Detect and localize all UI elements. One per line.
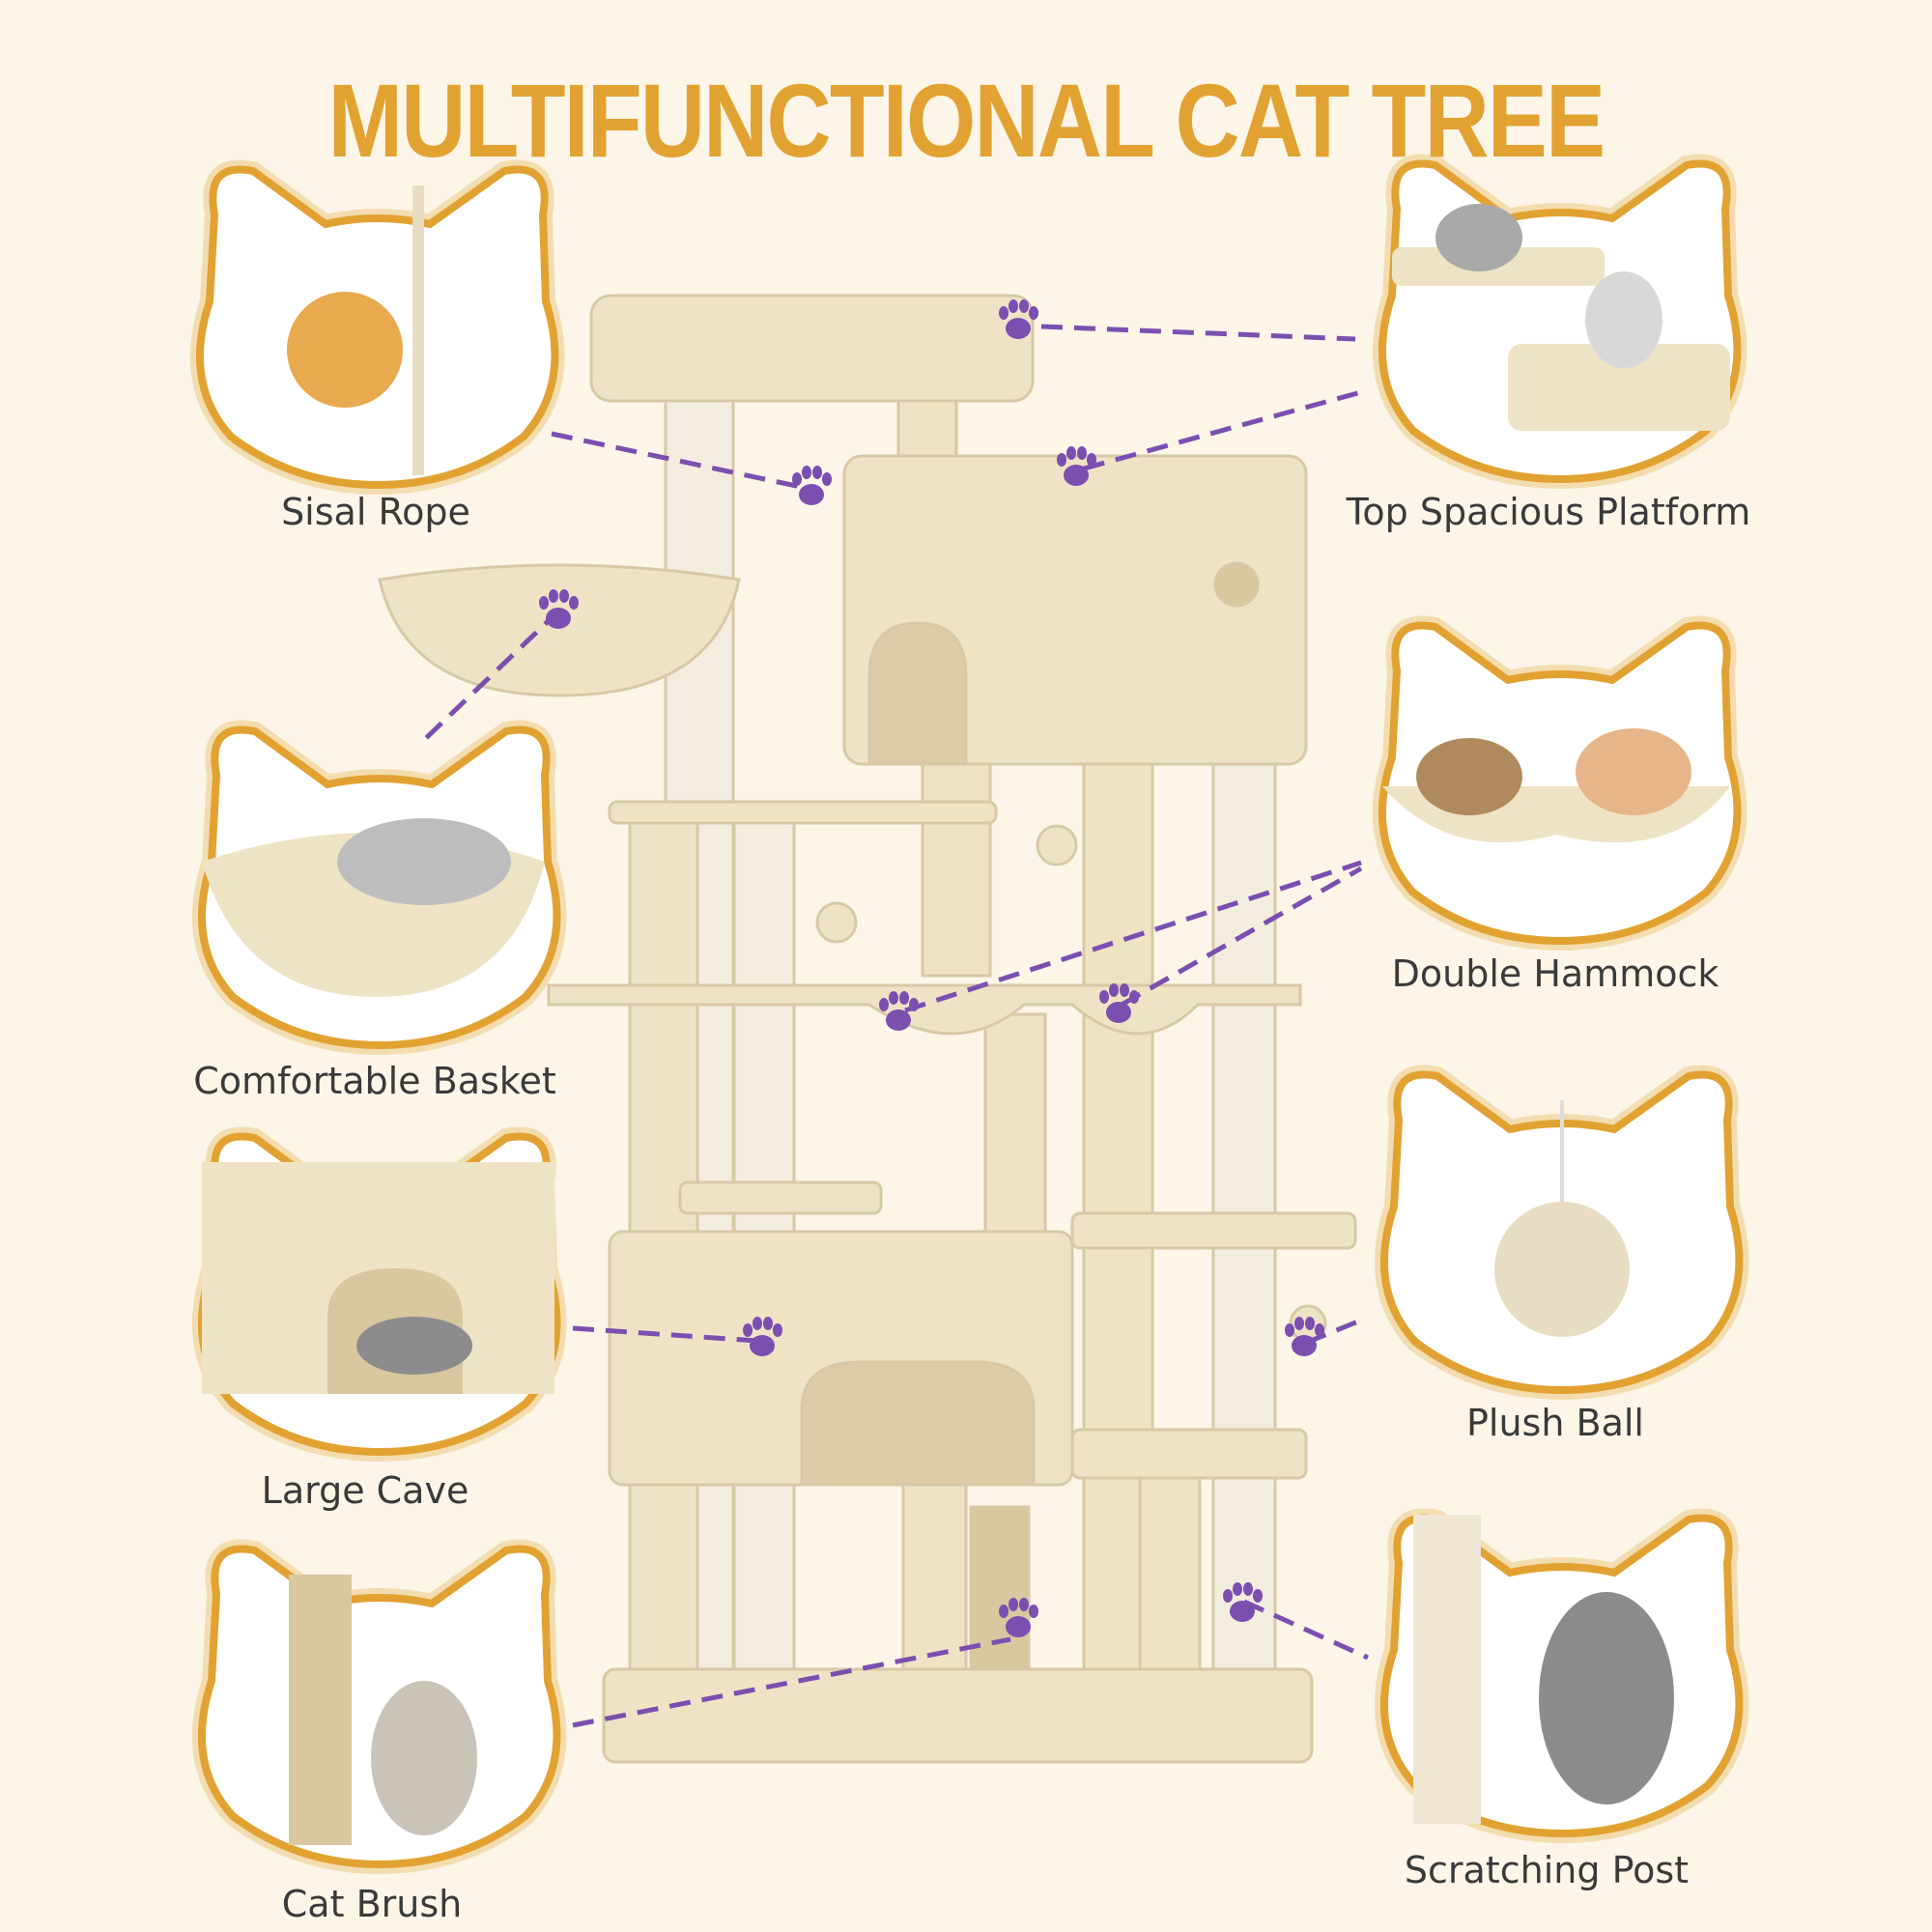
page-title: MULTIFUNCTIONAL CAT TREE [327,62,1606,179]
frame-plush-ball [1384,1074,1740,1390]
frame-sisal-rope [200,169,555,485]
feature-frames [200,163,1740,1864]
label-plush-ball: Plush Ball [1466,1402,1644,1444]
frame-comfortable-basket [202,729,557,1045]
connector-lines [423,324,1370,1728]
cat-tree [378,294,1357,1764]
label-double-hammock: Double Hammock [1391,952,1719,995]
label-large-cave: Large Cave [261,1469,469,1512]
label-top-platform: Top Spacious Platform [1346,491,1751,533]
frame-scratching-post [1384,1515,1740,1833]
frame-large-cave [202,1136,557,1452]
label-scratching-post: Scratching Post [1404,1849,1690,1891]
paw-icon [792,466,832,505]
label-sisal-rope: Sisal Rope [281,491,470,533]
label-cat-brush: Cat Brush [281,1883,463,1925]
frame-double-hammock [1382,625,1738,941]
frame-cat-brush [202,1548,557,1864]
label-comfortable-basket: Comfortable Basket [193,1060,556,1102]
frame-top-platform [1382,163,1738,479]
